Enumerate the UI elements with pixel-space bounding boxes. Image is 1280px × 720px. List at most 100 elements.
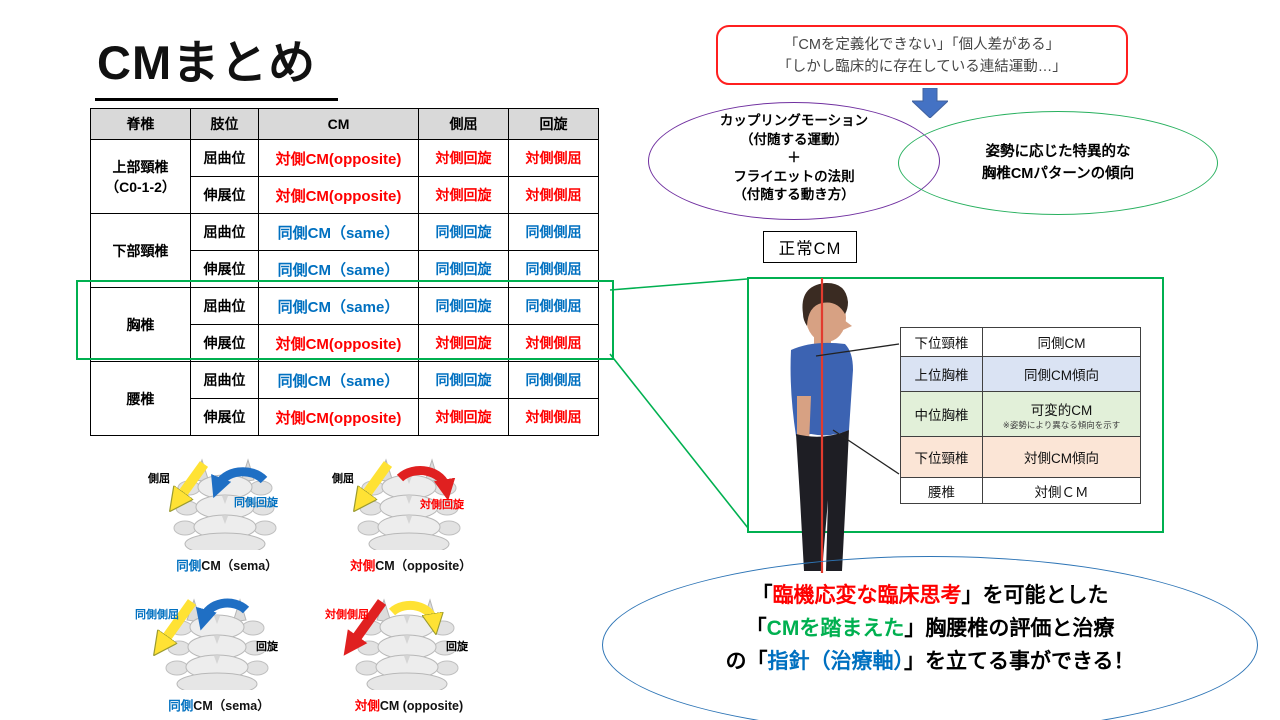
region-value-cell: 可変的CM※姿勢により異なる傾向を示す	[982, 391, 1141, 437]
region-name-cell: 下位頸椎	[900, 327, 983, 357]
posture-pattern-ellipse: 姿勢に応じた特異的な胸椎CMパターンの傾向	[898, 111, 1218, 215]
cm-cell: 同側CM（same）	[258, 361, 419, 399]
conclusion-ellipse: 「臨機応変な臨床思考」を可能とした「CMを踏まえた」胸腰椎の評価と治療の「指針（…	[602, 556, 1258, 720]
cm-cell: 同側CM（same）	[258, 213, 419, 251]
figure-opposite-flexion: 対側側屈 回旋 対側CM (opposite)	[324, 586, 494, 714]
spine-region-cell: 胸椎	[90, 287, 191, 362]
person-hair	[802, 282, 848, 326]
lateral-cell: 対側回旋	[418, 176, 509, 214]
column-header: 回旋	[508, 108, 599, 140]
person-arm	[797, 396, 811, 447]
callout-line-1: 「CMを定義化できない」「個人差がある」	[783, 37, 1061, 53]
figure-caption: 対側CM（opposite）	[350, 559, 472, 573]
figure-same-rotation: 側屈 同側回旋 同側CM（sema）	[142, 446, 312, 574]
spine-region-cell: 腰椎	[90, 361, 191, 436]
table-row: 伸展位対側CM(opposite)対側回旋対側側屈	[91, 398, 599, 436]
thoracic-highlight-box	[76, 280, 614, 360]
region-name-cell: 上位胸椎	[900, 356, 983, 392]
position-cell: 屈曲位	[190, 213, 259, 251]
figure-same-flexion: 同側側屈 回旋 同側CM（sema）	[134, 586, 304, 714]
column-header: 肢位	[190, 108, 259, 140]
position-cell: 屈曲位	[190, 139, 259, 177]
position-cell: 屈曲位	[190, 361, 259, 399]
table-row: 腰椎屈曲位同側CM（same）同側回旋同側側屈	[90, 361, 599, 436]
region-row: 中位胸椎可変的CM※姿勢により異なる傾向を示す	[900, 391, 1141, 437]
table-row: 上部頸椎（C0-1-2）屈曲位対側CM(opposite)対側回旋対側側屈	[90, 139, 599, 214]
lateral-flexion-label: 側屈	[147, 471, 170, 485]
callout-line-2: 「しかし臨床的に存在している連結運動…」	[777, 59, 1067, 75]
region-row: 下位頸椎同側CM	[900, 327, 1141, 357]
region-row: 下位頸椎対側CM傾向	[900, 436, 1141, 478]
table-row: 胸椎屈曲位同側CM（same）同側回旋同側側屈	[90, 287, 599, 362]
region-value-cell: 同側CM	[982, 327, 1141, 357]
standing-person-photo	[790, 278, 853, 573]
figure-caption: 同側CM（sema）	[176, 559, 278, 573]
position-cell: 屈曲位	[190, 287, 259, 325]
down-arrow-icon	[912, 88, 948, 118]
figure-caption: 対側CM (opposite)	[354, 699, 464, 713]
lateral-cell: 同側回旋	[418, 250, 509, 288]
region-name-cell: 腰椎	[900, 477, 983, 504]
cm-cell: 対側CM(opposite)	[258, 398, 419, 436]
lateral-flexion-label: 対側側屈	[324, 607, 369, 621]
page-title: CMまとめ	[95, 24, 339, 101]
table-row: 伸展位対側CM(opposite)対側回旋対側側屈	[91, 324, 599, 362]
spine-region-cell: 上部頸椎（C0-1-2）	[90, 139, 191, 214]
rotation-arrow-icon	[211, 467, 268, 499]
lateral-flexion-arrow-icon	[343, 599, 387, 656]
coupling-motion-ellipse: カップリングモーション（付随する運動）＋フライエットの法則（付随する動き方）	[648, 102, 940, 220]
lateral-cell: 同側回旋	[418, 287, 509, 325]
lateral-flexion-label: 同側側屈	[135, 607, 179, 621]
coupling-motion-text: カップリングモーション（付随する運動）＋フライエットの法則（付随する動き方）	[719, 113, 869, 202]
region-row: 上位胸椎同側CM傾向	[900, 356, 1141, 392]
cm-cell: 対側CM(opposite)	[258, 176, 419, 214]
rotation-arrow-icon	[396, 466, 456, 501]
lateral-flexion-arrow-icon	[162, 599, 197, 644]
rotation-label: 回旋	[446, 639, 469, 653]
figure-opposite-rotation: 側屈 対側回旋 対側CM（opposite）	[326, 446, 496, 574]
position-cell: 伸展位	[190, 398, 259, 436]
lateral-flexion-arrow-icon	[362, 461, 393, 500]
lateral-flexion-arrow-icon	[178, 461, 209, 500]
person-head	[806, 294, 846, 342]
rotation-cell: 同側側屈	[508, 213, 599, 251]
spine-region-cell: 下部頸椎	[90, 213, 191, 288]
table-row: 下部頸椎屈曲位同側CM（same）同側回旋同側側屈	[90, 213, 599, 288]
region-value-cell: 対側CM傾向	[982, 436, 1141, 478]
rotation-cell: 対側側屈	[508, 176, 599, 214]
figure-caption: 同側CM（sema）	[168, 699, 270, 713]
rotation-cell: 同側側屈	[508, 361, 599, 399]
column-header: 脊椎	[90, 108, 191, 140]
rotation-cell: 対側側屈	[508, 398, 599, 436]
cm-cell: 対側CM(opposite)	[258, 324, 419, 362]
position-cell: 伸展位	[190, 176, 259, 214]
cm-issues-callout: 「CMを定義化できない」「個人差がある」 「しかし臨床的に存在している連結運動……	[716, 25, 1128, 85]
lateral-flexion-label: 側屈	[331, 471, 354, 485]
column-header: 側屈	[418, 108, 509, 140]
conclusion-text: 「臨機応変な臨床思考」を可能とした「CMを踏まえた」胸腰椎の評価と治療の「指針（…	[725, 584, 1135, 673]
rotation-label: 回旋	[256, 639, 279, 653]
region-value-cell: 対側ＣＭ	[982, 477, 1141, 504]
rotation-label: 同側回旋	[234, 495, 279, 509]
normal-cm-label: 正常CM	[763, 231, 857, 263]
region-value-cell: 同側CM傾向	[982, 356, 1141, 392]
rotation-label: 対側回旋	[419, 497, 465, 511]
region-row: 腰椎対側ＣＭ	[900, 477, 1141, 504]
rotation-arrow-icon	[388, 600, 434, 622]
lateral-cell: 対側回旋	[418, 139, 509, 177]
rotation-cell: 対側側屈	[508, 139, 599, 177]
rotation-arrow-icon	[195, 598, 250, 631]
person-nose	[843, 320, 852, 330]
table-body: 上部頸椎（C0-1-2）屈曲位対側CM(opposite)対側回旋対側側屈伸展位…	[90, 139, 599, 436]
lateral-cell: 同側回旋	[418, 213, 509, 251]
region-name-cell: 下位頸椎	[900, 436, 983, 478]
region-name-cell: 中位胸椎	[900, 391, 983, 437]
lateral-cell: 対側回旋	[418, 398, 509, 436]
cm-cell: 対側CM(opposite)	[258, 139, 419, 177]
posture-pattern-text: 姿勢に応じた特異的な胸椎CMパターンの傾向	[981, 144, 1135, 182]
